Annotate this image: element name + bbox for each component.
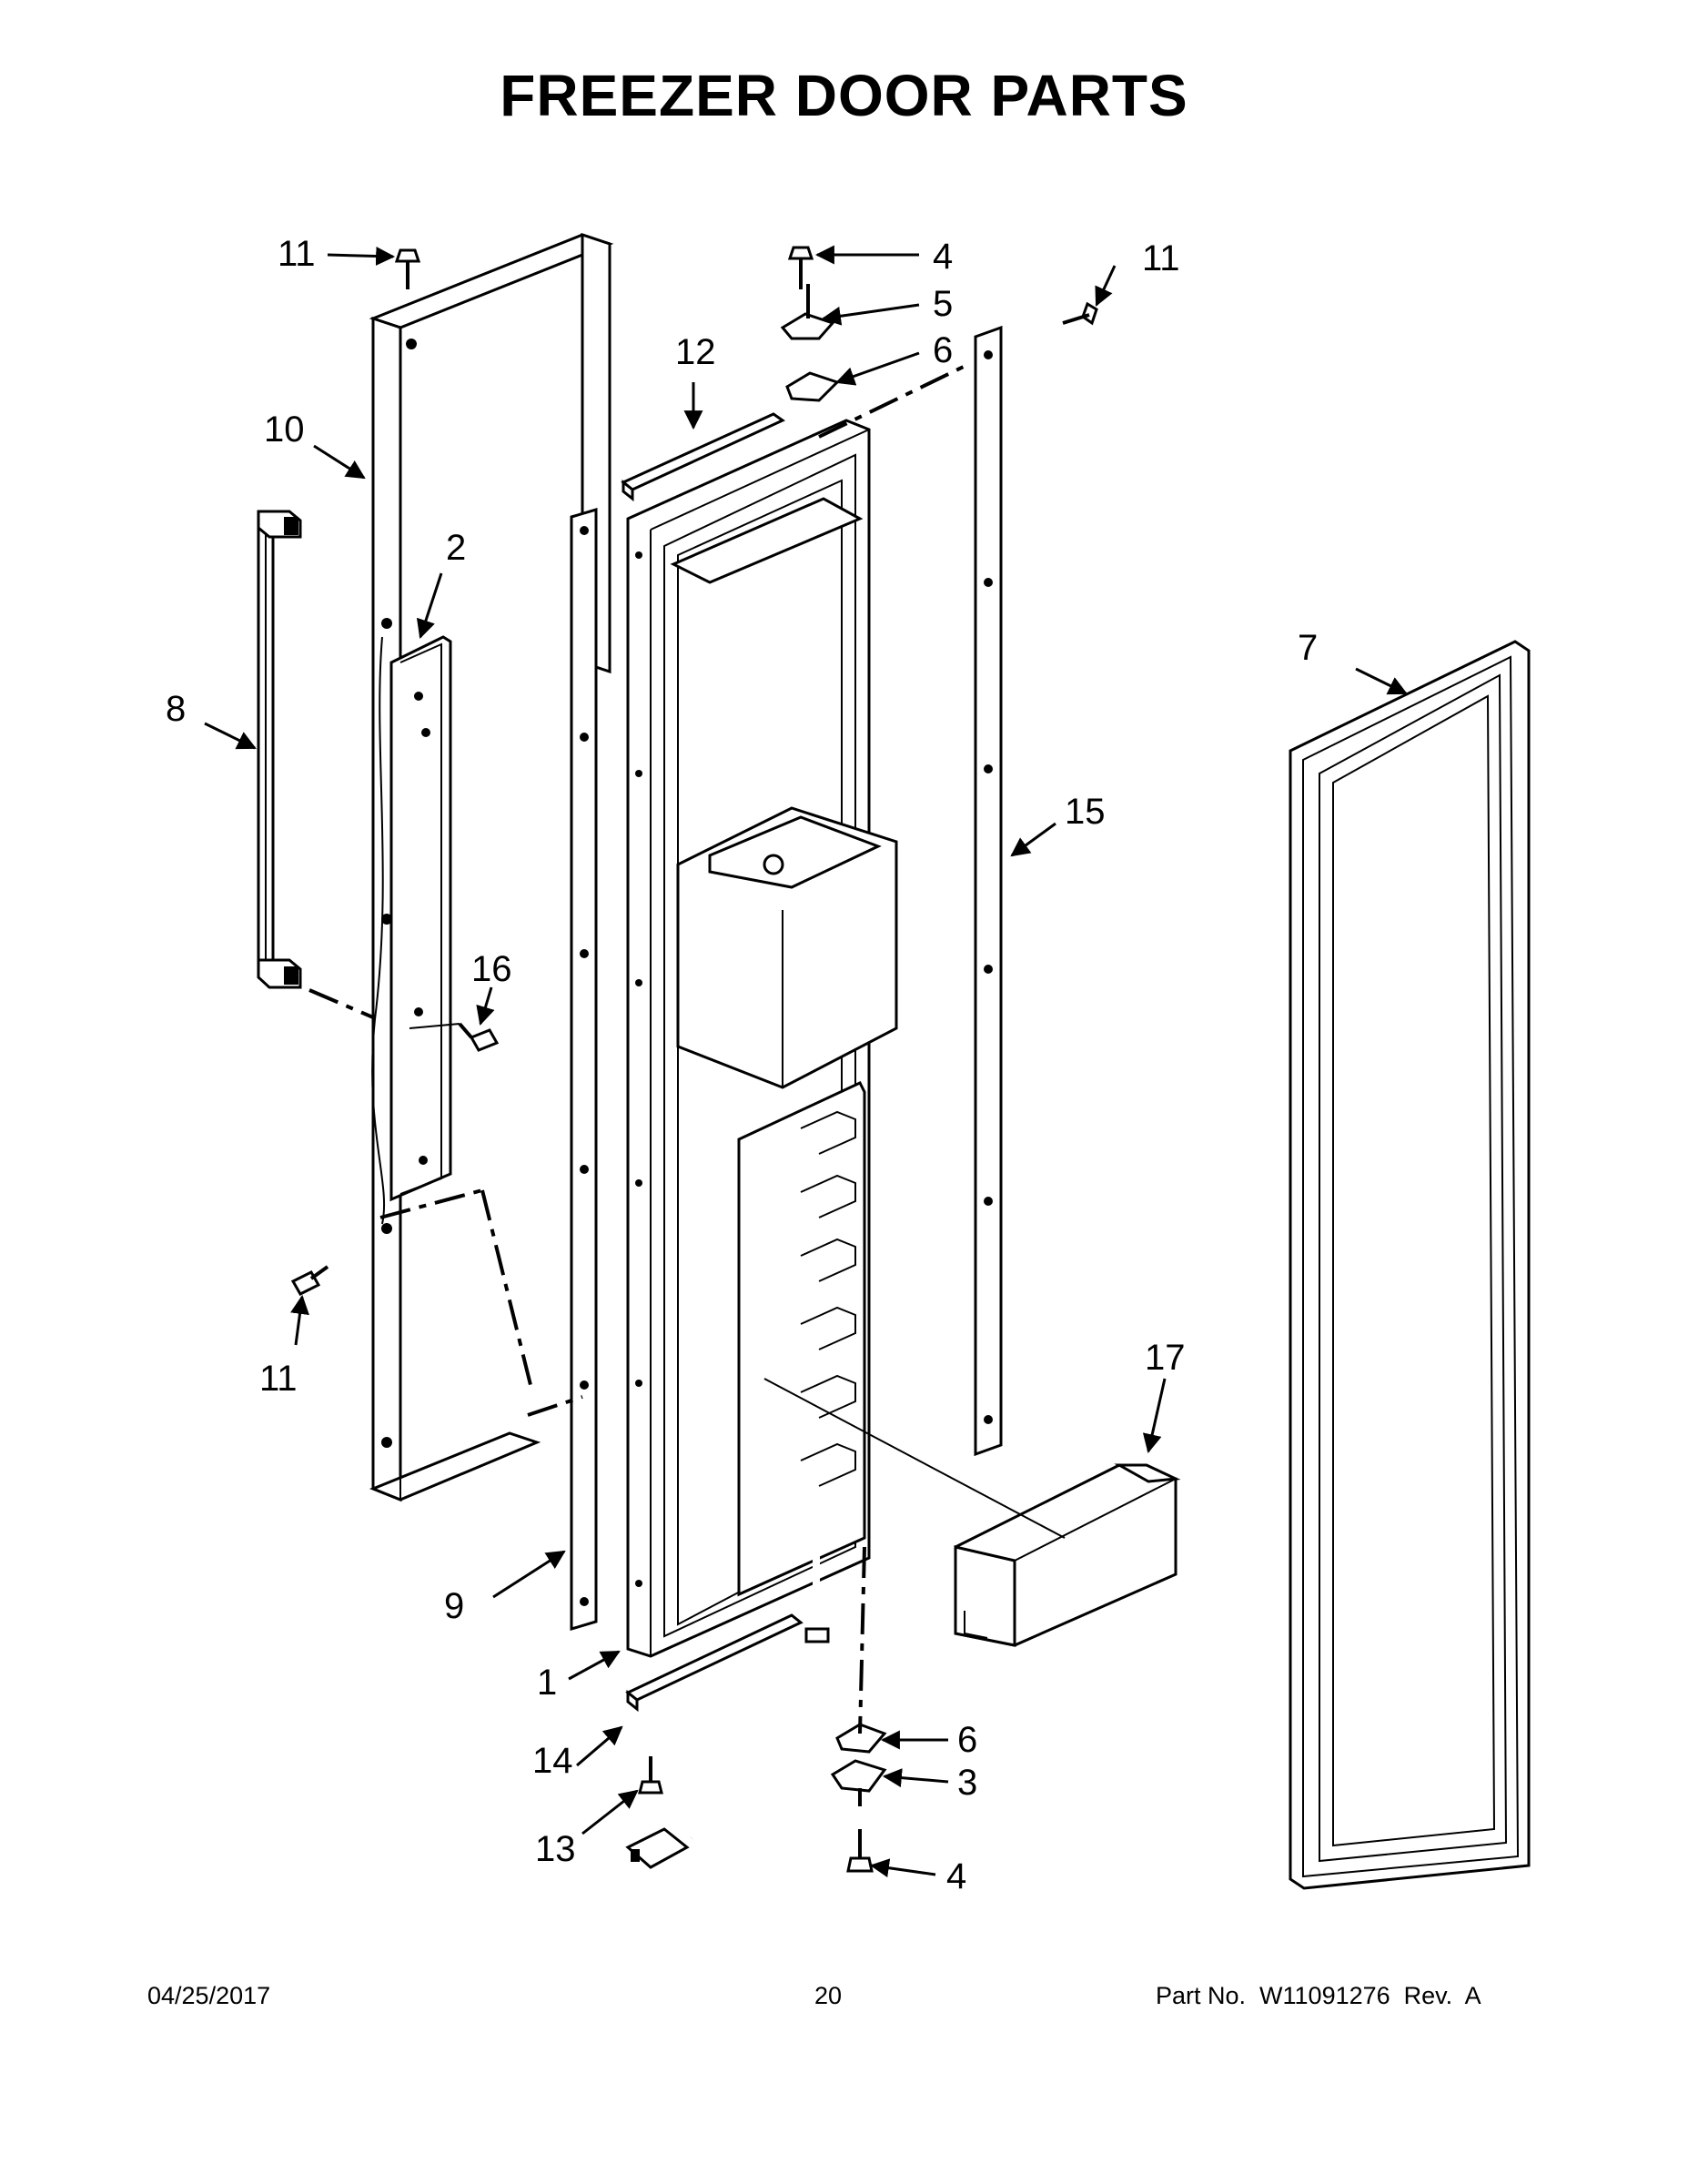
part-9-vertical-strip-left: [570, 507, 598, 1632]
callout-11-top-left: 11: [278, 234, 316, 274]
callout-9: 9: [444, 1586, 464, 1626]
screw-4-top: [787, 246, 814, 289]
footer-part-number: Part No. W11091276 Rev. A: [1156, 1982, 1481, 2009]
screw-4-bottom: [846, 1829, 874, 1873]
callout-14: 14: [532, 1741, 573, 1781]
callout-11-top-right: 11: [1142, 238, 1180, 278]
screw-11-top-left: [394, 248, 421, 289]
callout-10: 10: [264, 410, 305, 450]
callout-2: 2: [446, 528, 466, 568]
callout-8: 8: [166, 689, 186, 729]
screw-11-top-right: [1062, 301, 1098, 326]
callout-4-bottom: 4: [946, 1856, 966, 1896]
callout-17: 17: [1145, 1338, 1186, 1378]
callout-16: 16: [471, 949, 512, 989]
part-2-hinge-strip: [371, 635, 452, 1225]
screw-11-lower-left: [290, 1265, 329, 1296]
part-1-door-assembly: [626, 419, 898, 1658]
alignment-lines: [308, 362, 1066, 1734]
part-7-door-gasket: [1289, 640, 1531, 1890]
shim-6-top: [785, 371, 840, 402]
callout-5: 5: [933, 284, 953, 324]
screw-16: [458, 1022, 500, 1052]
part-17-door-bin: [954, 1463, 1181, 1647]
callout-labels: 11 4 11 5 6 12 10 2 8 7 15 16 11 17 9 1 …: [166, 234, 1318, 1896]
footer-page-number: 20: [814, 1982, 843, 2009]
callout-6-top: 6: [933, 330, 953, 370]
callout-13: 13: [535, 1829, 576, 1869]
hinge-5: [780, 284, 835, 340]
callout-1: 1: [537, 1663, 557, 1703]
callout-11-lower-left: 11: [259, 1359, 298, 1399]
part-8-door-handle: [257, 510, 302, 989]
hinge-3: [830, 1759, 887, 1806]
screw-13: [638, 1756, 663, 1795]
callout-12: 12: [675, 332, 716, 372]
page-title: FREEZER DOOR PARTS: [500, 63, 1188, 128]
part-14-bottom-bracket: [625, 1613, 804, 1713]
wire-harness: [625, 1547, 844, 1869]
callout-15: 15: [1065, 792, 1106, 832]
callout-4-top: 4: [933, 237, 953, 277]
part-12-top-bracket: [621, 412, 786, 502]
shim-6-bottom: [835, 1723, 887, 1754]
footer-date: 04/25/2017: [147, 1982, 271, 2009]
part-15-vertical-strip-right: [974, 325, 1003, 1457]
callout-3: 3: [957, 1763, 977, 1803]
callout-7: 7: [1298, 628, 1318, 668]
callout-6-bottom: 6: [957, 1720, 977, 1760]
leader-arrows: [204, 245, 1408, 1878]
